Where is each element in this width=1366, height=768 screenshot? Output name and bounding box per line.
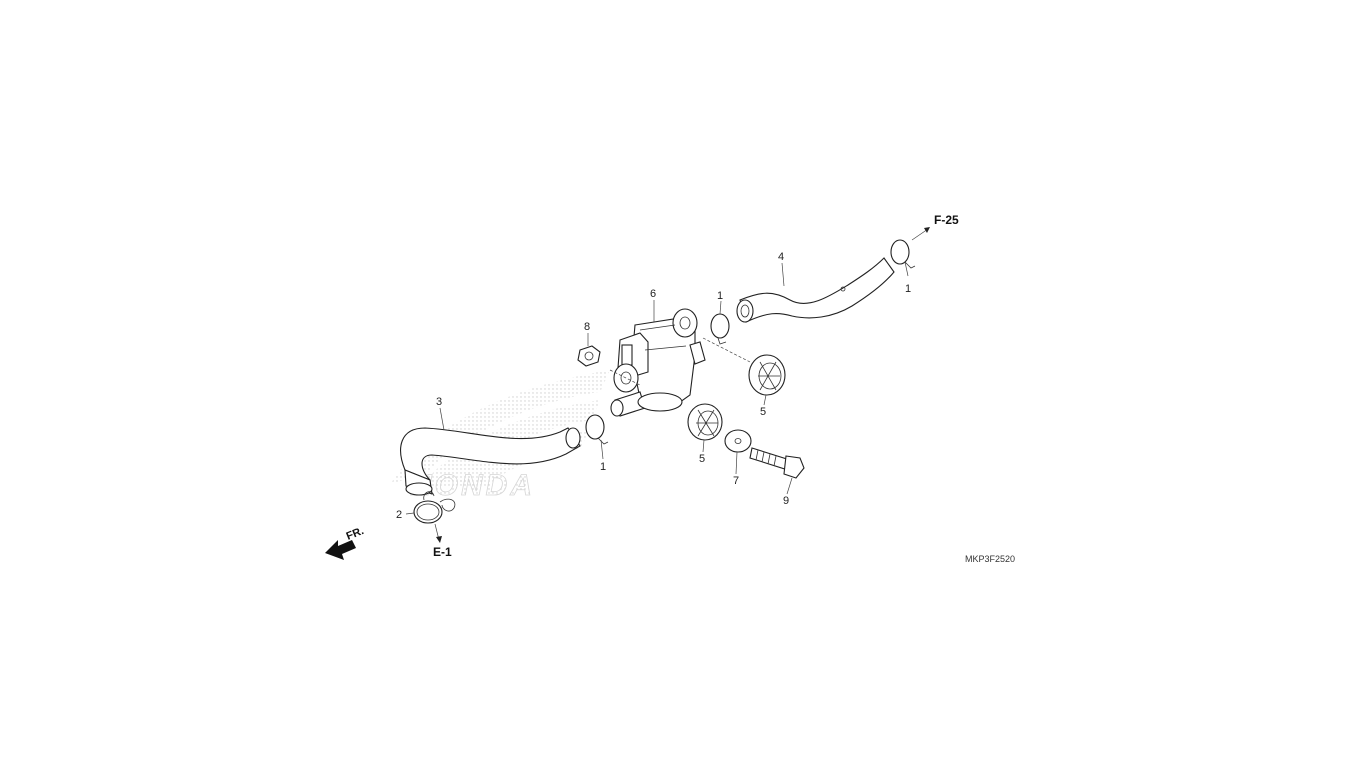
nut-8	[577, 345, 601, 367]
callout-1-hose-end: 1	[905, 283, 911, 295]
reference-f25: F-25	[934, 213, 959, 227]
washer-7	[724, 429, 752, 453]
clip-valve-inlet	[585, 414, 609, 445]
hose-4	[736, 257, 895, 323]
callout-8-nut: 8	[584, 321, 590, 333]
grommet-right	[748, 354, 786, 396]
callout-9-bolt: 9	[783, 495, 789, 507]
hose-3	[400, 427, 581, 496]
clip-hose-4-end	[890, 239, 916, 269]
air-injection-valve	[610, 308, 706, 417]
callout-1-valve-in: 1	[600, 461, 606, 473]
front-direction-arrow	[325, 540, 356, 560]
front-arrow-label: FR.	[345, 525, 366, 543]
callout-6-valve: 6	[650, 288, 656, 300]
callout-3-hose: 3	[436, 396, 442, 408]
callout-1-valve-out: 1	[717, 290, 723, 302]
reference-arrow-top-right	[911, 227, 930, 241]
callout-5-grommet-right: 5	[760, 406, 766, 418]
callout-2-clamp: 2	[396, 509, 402, 521]
clip-valve-outlet	[710, 313, 730, 345]
leader-lines	[405, 261, 909, 515]
callout-4-hose: 4	[778, 251, 784, 263]
clamp-2	[413, 491, 456, 524]
diagram-code: MKP3F2520	[965, 554, 1015, 564]
grommet-lower	[687, 403, 723, 441]
reference-arrow-bottom-left	[434, 523, 442, 543]
bolt-9	[749, 447, 805, 479]
reference-e1: E-1	[433, 545, 452, 559]
callout-5-grommet-lower: 5	[699, 453, 705, 465]
callout-7-washer: 7	[733, 475, 739, 487]
